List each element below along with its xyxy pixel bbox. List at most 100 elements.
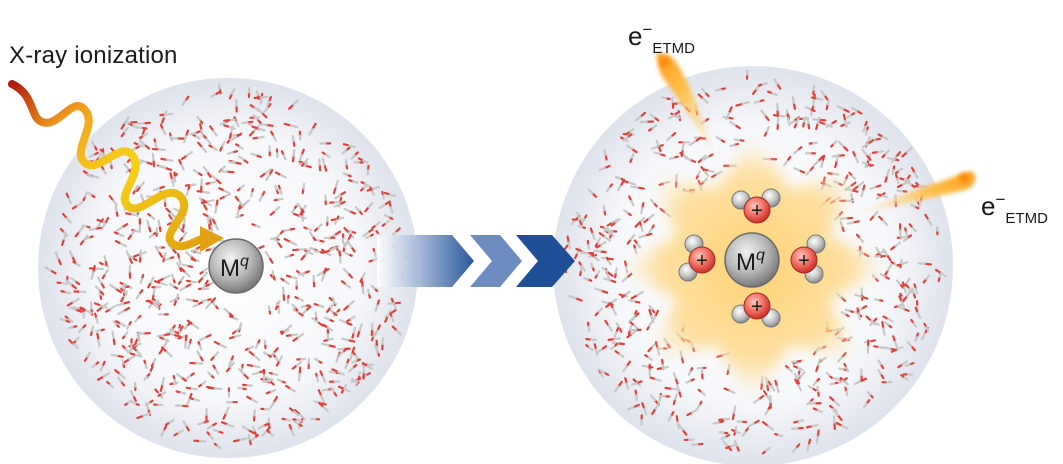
water-molecule [699, 177, 708, 186]
water-molecule [890, 151, 902, 163]
water-molecule [906, 341, 917, 352]
water-molecule [65, 192, 72, 205]
water-molecule [165, 207, 177, 219]
water-molecule [274, 184, 280, 195]
water-molecule [338, 319, 353, 326]
water-molecule [193, 439, 207, 443]
water-molecule [630, 290, 644, 300]
water-molecule [854, 293, 869, 300]
water-molecule [807, 385, 817, 392]
water-molecule [185, 372, 195, 380]
water-molecule [370, 284, 379, 293]
water-molecule [366, 288, 371, 299]
water-molecule [120, 126, 129, 138]
water-molecule [338, 347, 348, 357]
water-molecule [210, 351, 219, 361]
water-molecule [280, 150, 287, 161]
water-molecule [860, 287, 864, 301]
electron-jet-top [655, 53, 716, 162]
water-molecule [117, 376, 126, 387]
water-molecule [60, 289, 72, 295]
water-molecule [684, 156, 697, 163]
water-molecule [108, 194, 118, 207]
positive-charge-label: + [751, 296, 763, 318]
water-molecule [173, 429, 184, 437]
water-molecule [846, 112, 856, 119]
water-molecule [601, 266, 614, 277]
water-molecule [793, 117, 800, 129]
water-molecule [83, 351, 91, 362]
water-molecule [690, 442, 704, 447]
water-molecule [901, 281, 907, 294]
water-molecule [169, 328, 180, 335]
oxygen-atom [688, 246, 716, 274]
water-molecule [793, 372, 800, 385]
water-molecule [347, 241, 356, 253]
water-molecule [904, 362, 915, 368]
water-molecule [792, 146, 803, 155]
water-molecule [656, 365, 670, 371]
water-molecule [199, 267, 209, 275]
water-molecule [99, 261, 110, 268]
water-molecule [370, 322, 374, 337]
water-molecule [74, 226, 84, 238]
water-molecule [897, 305, 910, 312]
water-molecule [314, 357, 323, 364]
water-molecule [812, 84, 816, 96]
water-molecule [374, 299, 381, 312]
water-molecule [279, 329, 290, 334]
water-molecule [806, 438, 812, 452]
water-molecule [320, 342, 336, 348]
water-molecule [189, 130, 202, 136]
water-molecule [241, 425, 255, 435]
water-molecule [613, 380, 623, 393]
water-molecule [900, 374, 909, 382]
water-molecule [250, 152, 262, 159]
water-molecule [586, 321, 591, 332]
water-molecule [117, 306, 131, 316]
water-molecule [251, 369, 266, 376]
water-molecule [672, 372, 679, 385]
water-molecule [236, 184, 245, 192]
water-molecule [688, 136, 702, 146]
water-molecule [91, 140, 98, 151]
water-molecule [321, 151, 331, 159]
water-molecule [106, 380, 115, 389]
water-molecule [263, 103, 272, 113]
water-molecule [250, 187, 254, 198]
water-molecule [875, 250, 886, 257]
water-molecule [877, 133, 889, 141]
water-molecule [191, 246, 201, 253]
water-molecule [168, 282, 179, 290]
water-molecule [825, 371, 833, 379]
water-molecule [331, 368, 345, 376]
water-molecule [186, 279, 197, 284]
water-molecule [213, 340, 227, 349]
water-molecule [112, 320, 120, 328]
water-molecule [626, 234, 636, 245]
water-molecule [289, 407, 300, 417]
water-molecule [825, 98, 830, 111]
water-molecule [101, 268, 109, 280]
water-molecule [148, 231, 157, 239]
water-molecule [342, 242, 346, 253]
water-molecule [181, 95, 190, 106]
water-molecule [187, 338, 192, 350]
water-molecule [94, 285, 105, 296]
water-molecule [241, 120, 254, 125]
water-molecule [594, 287, 609, 294]
water-molecule [387, 301, 402, 305]
ion-right-symbol: Mq [736, 247, 765, 276]
water-molecule [866, 339, 870, 355]
ionized-water: + [731, 292, 781, 328]
water-molecule [861, 148, 872, 161]
water-molecule [882, 315, 894, 323]
water-molecule [88, 151, 99, 158]
water-molecule [59, 317, 71, 323]
water-molecule [252, 425, 258, 436]
water-molecule [56, 281, 68, 285]
water-molecule [791, 360, 802, 364]
water-molecule [341, 337, 356, 343]
water-molecule [181, 263, 194, 268]
water-molecule [733, 138, 745, 142]
